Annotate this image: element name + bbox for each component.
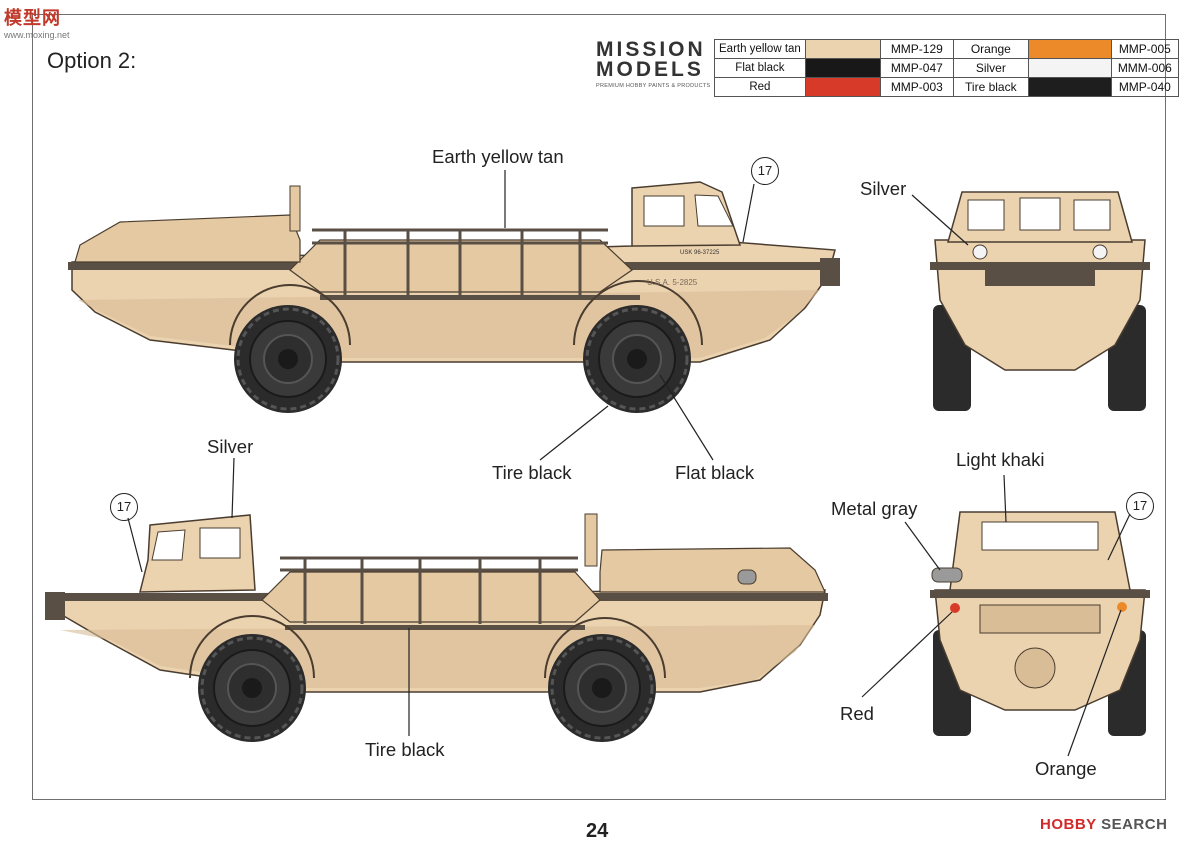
paint-swatch [804,77,881,97]
paint-swatch [1027,58,1112,78]
wheel-arch-front [189,615,315,679]
paint-code: MMM-006 [1110,58,1179,78]
paint-code: MMP-003 [879,77,954,97]
hull-stripe [930,590,1150,598]
tire-front [196,632,308,744]
label-orange: Orange [1035,758,1097,779]
bumper-text: USK 96-37225 [680,250,720,256]
brand-line-2: MODELS [596,58,704,81]
paint-code: MMP-040 [1110,77,1179,97]
tire-rear [232,303,344,415]
front-windshield [981,521,1099,551]
wheel-arch-rear [229,284,351,346]
paint-row: Earth yellow tan MMP-129 Orange MMP-005 [714,39,1179,59]
rear-window [967,199,1005,231]
cargo-railing [280,556,578,624]
engine-deck [74,214,301,263]
leader-lines [127,170,1131,757]
metal-gray-part [931,567,963,583]
site-watermark: 模型网 www.moxing.net [4,8,70,40]
grille [979,604,1101,634]
rub-rail [320,295,640,300]
paint-name: Silver [952,58,1029,78]
rear-view [930,191,1150,411]
silver-light [972,244,988,260]
bumper-bars [820,258,840,286]
label-flat-black: Flat black [675,462,755,483]
cab-windshield [694,194,734,227]
cab-window [643,195,685,227]
paint-swatch [1027,39,1112,59]
cargo-railing [312,228,608,295]
orange-light [1117,602,1127,612]
side-view-top [68,181,840,415]
hull-shade [78,290,820,358]
exhaust-pipe [737,569,757,585]
marker-circle: 17 [110,493,138,521]
hull-number: U.S.A. 5-2825 [647,278,698,287]
paint-name: Tire black [952,77,1029,97]
label-earth-yellow-tan: Earth yellow tan [432,146,564,167]
winch-drum [1014,647,1056,689]
paint-chart: Earth yellow tan MMP-129 Orange MMP-005 … [714,39,1179,97]
option-title: Option 2: [47,48,137,73]
tire-front [581,303,693,415]
rear-window [1019,197,1061,231]
label-silver-rear: Silver [860,178,907,199]
label-tire-black-bottom: Tire black [365,739,445,760]
paint-code: MMP-005 [1110,39,1179,59]
label-silver-side: Silver [207,436,254,457]
silver-light [1092,244,1108,260]
rear-window [1073,199,1111,231]
wheel-arch-rear [544,617,666,679]
tire-rear [546,632,658,744]
paint-swatch [1027,77,1112,97]
engine-deck [599,547,826,593]
brand-logo: MISSION MODELS PREMIUM HOBBY PAINTS & PR… [596,38,714,89]
brand-tagline: PREMIUM HOBBY PAINTS & PRODUCTS [596,83,711,89]
page-number: 24 [586,820,609,842]
label-red: Red [840,703,874,724]
cab-window [199,527,241,559]
paint-name: Red [714,77,806,97]
brand-line-1: MISSION [596,38,706,61]
paint-swatch [804,39,881,59]
wheel-arch-front [573,280,703,346]
rub-rail [285,625,585,630]
cargo-bay [261,571,601,623]
paint-name: Earth yellow tan [714,39,806,59]
red-light [950,603,960,613]
label-tire-black-top: Tire black [492,462,572,483]
marker-circle: 17 [1126,492,1154,520]
page-frame [32,14,1166,800]
hull-shade [60,625,815,688]
step-plate [985,270,1095,286]
bumper-bars [45,592,65,620]
exhaust-stack [289,185,301,232]
cab-windshield [151,529,186,561]
label-metal-gray: Metal gray [831,498,918,519]
hull-stripe [930,262,1150,270]
label-light-khaki: Light khaki [956,449,1045,470]
marker-circle: 17 [751,157,779,185]
exhaust-stack [584,513,598,567]
hobby-search-logo: HOBBY SEARCH [1040,816,1168,833]
front-view [930,511,1150,736]
side-view-bottom [45,513,828,744]
paint-row: Red MMP-003 Tire black MMP-040 [714,77,1179,97]
